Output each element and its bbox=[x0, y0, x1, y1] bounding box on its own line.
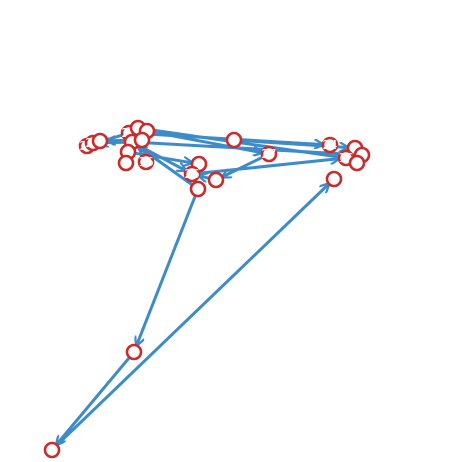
edge-n23-n24 bbox=[57, 355, 131, 444]
node-label: 24 bbox=[322, 138, 337, 152]
node-n24[interactable] bbox=[43, 441, 61, 459]
edge-n14-n23 bbox=[137, 194, 197, 345]
edge-n14-n6 bbox=[139, 147, 194, 187]
node-n2[interactable] bbox=[91, 132, 109, 150]
node-circle bbox=[125, 343, 143, 361]
node-n21[interactable] bbox=[348, 154, 366, 172]
node-label: 16 bbox=[138, 155, 153, 169]
edge-n16-n13 bbox=[223, 155, 265, 176]
node-n7[interactable] bbox=[133, 131, 151, 149]
edge-n5-n16 bbox=[152, 130, 261, 152]
nodes-layer: 22282616261272416 bbox=[43, 119, 371, 459]
edge-n13-n12 bbox=[200, 176, 211, 178]
node-circle bbox=[183, 165, 201, 183]
node-n17[interactable]: 24 bbox=[321, 136, 339, 154]
node-label: 1 bbox=[230, 133, 238, 147]
node-circle bbox=[133, 131, 151, 149]
node-n9[interactable] bbox=[117, 154, 135, 172]
node-circle bbox=[321, 136, 339, 154]
node-label: 26 bbox=[184, 167, 199, 181]
node-circle bbox=[225, 131, 243, 149]
node-circle bbox=[91, 132, 109, 150]
node-circle bbox=[348, 154, 366, 172]
node-n22[interactable] bbox=[325, 170, 343, 188]
node-circle bbox=[137, 153, 155, 171]
node-circle bbox=[207, 171, 225, 189]
edge-n24-n22 bbox=[55, 185, 328, 447]
node-circle bbox=[260, 145, 278, 163]
node-n15[interactable]: 1 bbox=[225, 131, 243, 149]
node-circle bbox=[325, 170, 343, 188]
node-circle bbox=[189, 180, 207, 198]
node-n14[interactable] bbox=[189, 180, 207, 198]
node-n23[interactable] bbox=[125, 343, 143, 361]
node-label: 27 bbox=[261, 147, 276, 161]
node-n10[interactable]: 16 bbox=[137, 153, 155, 171]
node-circle bbox=[117, 154, 135, 172]
node-circle bbox=[43, 441, 61, 459]
node-n16[interactable]: 27 bbox=[260, 145, 278, 163]
node-n12[interactable]: 26 bbox=[183, 165, 201, 183]
node-n13[interactable] bbox=[207, 171, 225, 189]
edges-layer bbox=[55, 127, 354, 447]
